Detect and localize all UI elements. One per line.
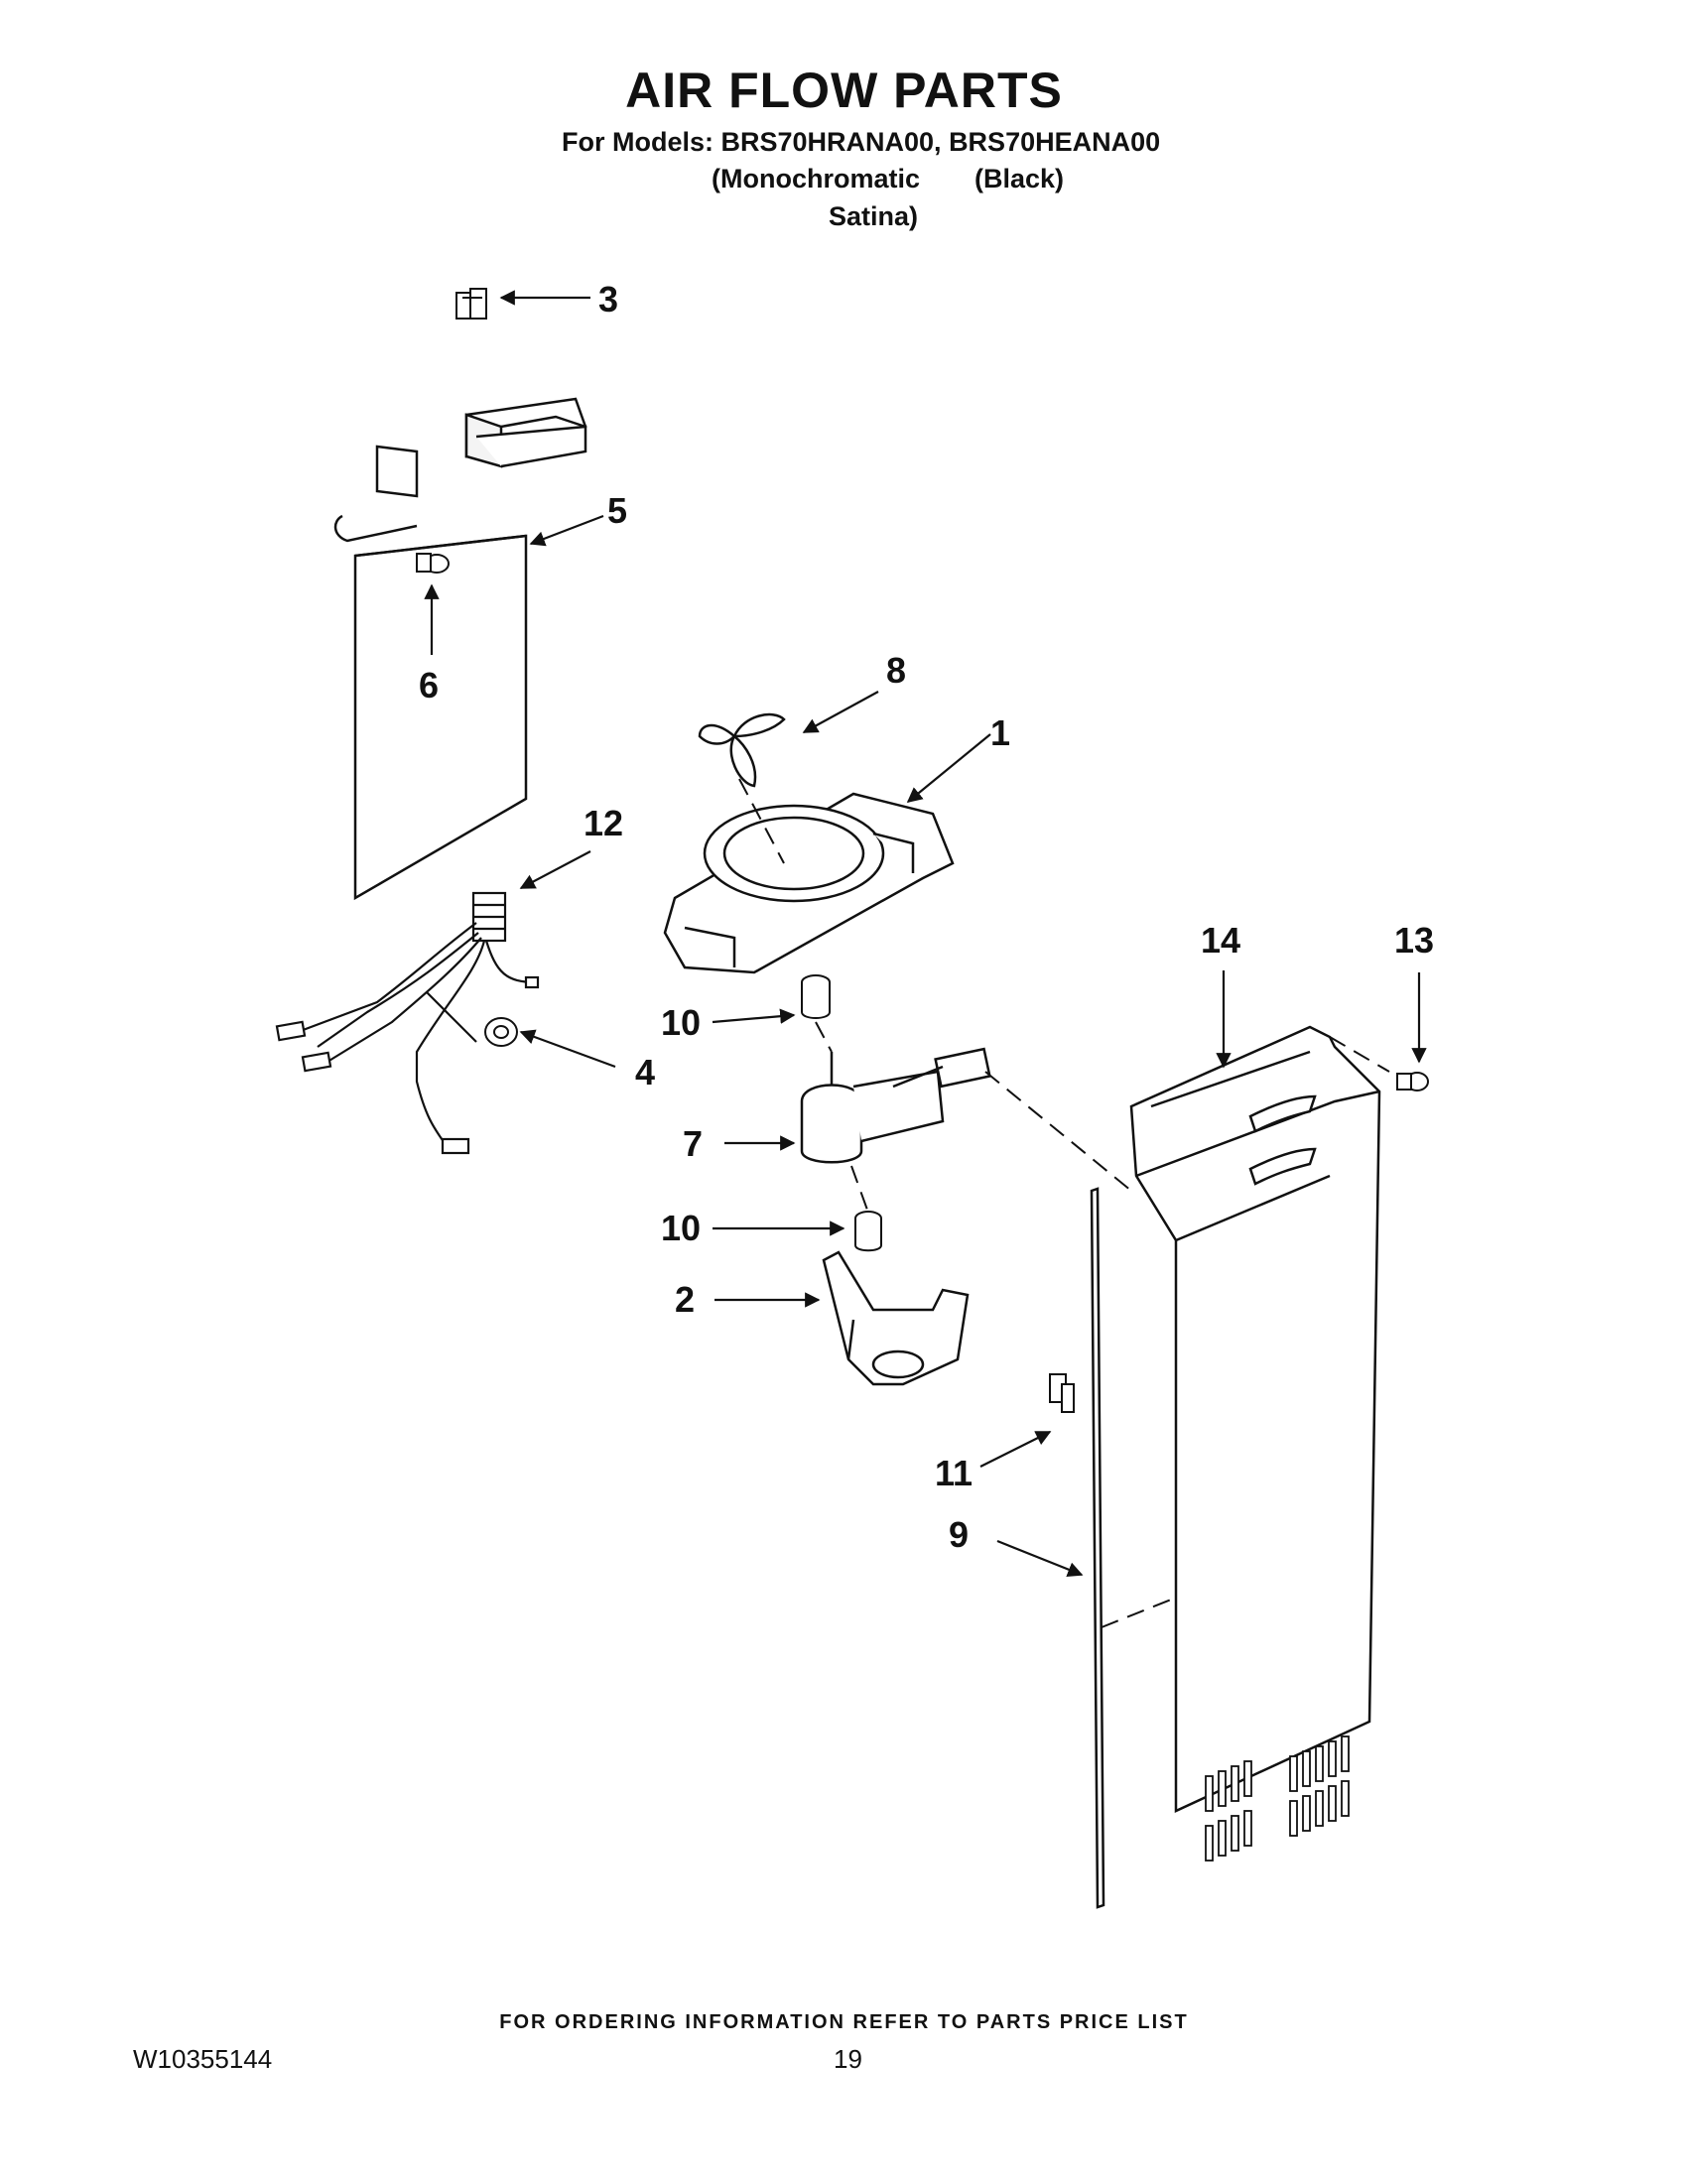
part-8-fan-blade: [698, 712, 786, 788]
variant-monochromatic: (Monochromatic: [712, 164, 921, 193]
callout-10-upper: 10: [661, 1002, 701, 1043]
document-number: W10355144: [133, 2044, 273, 2074]
callout-14: 14: [1201, 920, 1240, 961]
callout-13: 13: [1394, 920, 1434, 961]
part-12-wire-harness: [275, 891, 540, 1155]
callout-1: 1: [990, 712, 1010, 753]
callout-5: 5: [607, 490, 627, 531]
page-title: AIR FLOW PARTS: [625, 63, 1063, 118]
callout-4: 4: [635, 1052, 655, 1092]
callout-6: 6: [419, 665, 439, 706]
callout-leaders: [424, 290, 1427, 1578]
variant-black: (Black): [974, 164, 1065, 193]
part-2-motor-bracket: [822, 1250, 970, 1386]
callout-2: 2: [675, 1279, 695, 1320]
callout-10-lower: 10: [661, 1208, 701, 1248]
callout-8: 8: [886, 650, 906, 691]
callout-11: 11: [935, 1453, 973, 1493]
part-6-screw: [416, 553, 450, 574]
part-10-grommet-upper: [801, 974, 831, 1019]
models-line: For Models: BRS70HRANA00, BRS70HEANA00: [562, 127, 1161, 157]
part-9-gasket: [1090, 1187, 1105, 1909]
part-14-cover-panel: [1129, 1025, 1381, 1813]
part-11-clip: [1049, 1373, 1075, 1413]
assembly-dashed-lines: [738, 778, 1390, 1628]
part-10-grommet-lower: [854, 1211, 882, 1252]
part-3-clip: [455, 288, 487, 320]
page-number: 19: [834, 2044, 862, 2074]
part-7-fan-motor: [800, 1047, 991, 1164]
callout-7: 7: [683, 1123, 703, 1164]
ordering-note: FOR ORDERING INFORMATION REFER TO PARTS …: [499, 2011, 1189, 2033]
variant-satina: Satina): [829, 201, 919, 231]
callout-9: 9: [949, 1514, 969, 1555]
duct-hook: [333, 514, 418, 543]
callout-12: 12: [584, 803, 623, 843]
callout-3: 3: [598, 279, 618, 320]
part-5-air-duct: [353, 397, 587, 901]
part-4-grommet: [484, 1017, 518, 1047]
cover-vent-slots: [1205, 1735, 1350, 1862]
part-1-fan-housing: [663, 792, 955, 974]
part-13-screw: [1396, 1072, 1429, 1092]
